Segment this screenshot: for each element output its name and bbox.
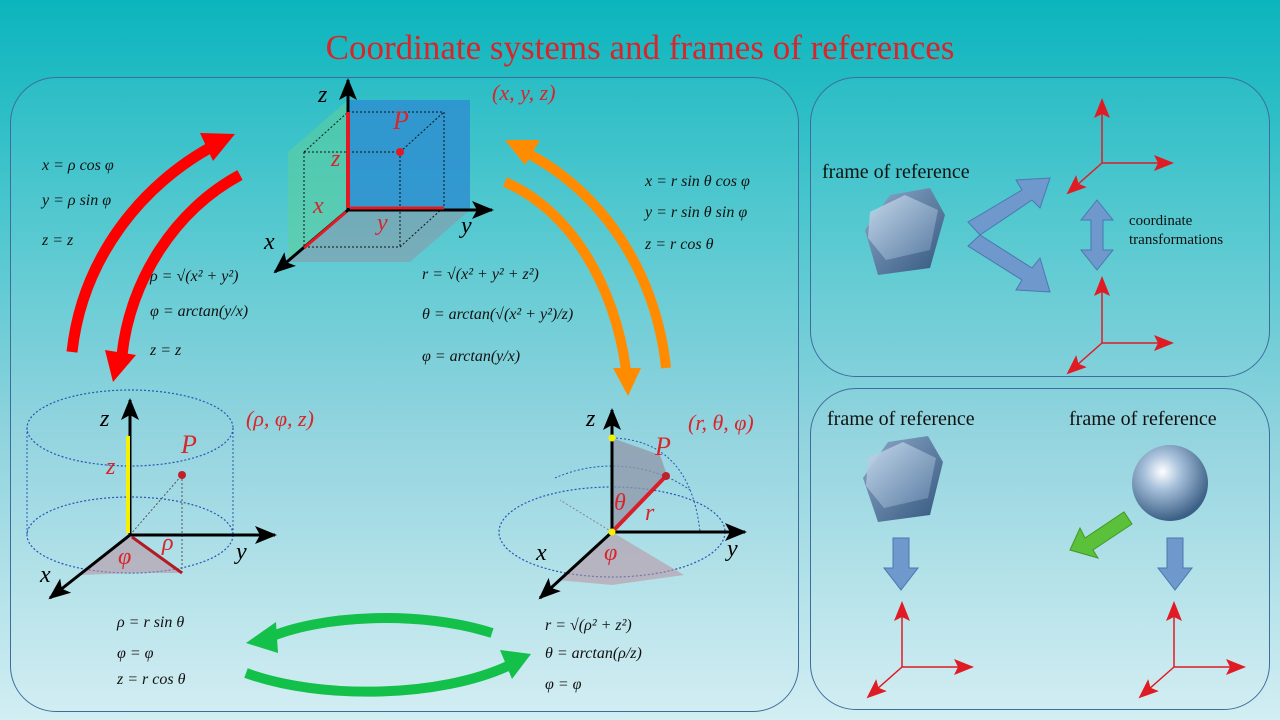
cartesian-axis-y: y <box>461 213 472 239</box>
frame-label-bottom-left: frame of reference <box>827 408 975 430</box>
cartesian-diagram <box>273 78 494 274</box>
cylindrical-axis-z: z <box>100 406 110 432</box>
axes-bottom-2 <box>1138 601 1246 699</box>
spherical-comp-phi: φ <box>604 540 618 566</box>
cylindrical-comp-rho: ρ <box>162 530 174 556</box>
formula-line: z = r cos θ <box>645 236 714 253</box>
axes-bottom-1 <box>866 601 974 699</box>
axes-top-2 <box>1066 276 1174 375</box>
transform-label: coordinate transformations <box>1129 212 1223 250</box>
cartesian-point-label: P <box>393 106 409 135</box>
formula-line: θ = arctan(√(x² + y²)/z) <box>422 306 574 323</box>
cylindrical-axis-y: y <box>236 539 247 565</box>
formula-line: z = z <box>42 232 74 249</box>
frame-sphere <box>1132 445 1208 521</box>
green-transform-arrow <box>1069 511 1133 559</box>
cylindrical-comp-z: z <box>106 454 116 480</box>
spherical-point-label: P <box>655 432 671 461</box>
formula-line: z = z <box>150 342 182 359</box>
transform-label-line-1: coordinate <box>1129 213 1193 229</box>
frame-cube-bottom <box>863 436 943 522</box>
spherical-comp-r: r <box>645 500 655 526</box>
cartesian-coords-label: (x, y, z) <box>492 80 556 105</box>
formula-line: φ = φ <box>545 676 582 693</box>
orange-arrows <box>503 140 671 396</box>
cylindrical-diagram <box>26 389 277 600</box>
cylindrical-point-label: P <box>181 430 197 459</box>
spherical-coords-label: (r, θ, φ) <box>688 410 754 435</box>
spherical-comp-theta: θ <box>614 490 626 516</box>
formula-line: θ = arctan(ρ/z) <box>545 645 642 662</box>
transform-arrows-top <box>967 177 1115 293</box>
blue-down-arrow-right <box>1156 537 1194 591</box>
formula-line: φ = arctan(y/x) <box>422 348 521 365</box>
cartesian-axis-x: x <box>264 229 275 255</box>
formula-line: r = √(x² + y² + z²) <box>422 266 539 283</box>
cartesian-comp-x: x <box>313 193 324 219</box>
formula-line: x = ρ cos φ <box>42 157 114 174</box>
formula-line: x = r sin θ cos φ <box>645 173 750 190</box>
cylindrical-comp-phi: φ <box>118 544 132 570</box>
bottom-right-panel <box>810 388 1270 710</box>
formula-line: z = r cos θ <box>117 671 186 688</box>
red-arrows <box>66 133 243 382</box>
formula-line: φ = arctan(y/x) <box>150 303 249 320</box>
blue-down-arrow-left <box>882 537 920 591</box>
page-title: Coordinate systems and frames of referen… <box>325 28 955 67</box>
frame-label-top: frame of reference <box>822 161 970 183</box>
formula-line: r = √(ρ² + z²) <box>545 617 632 634</box>
formula-line: ρ = √(x² + y²) <box>150 268 239 285</box>
formula-line: ρ = r sin θ <box>117 614 185 631</box>
formula-line: φ = φ <box>117 645 154 662</box>
spherical-axis-x: x <box>536 540 547 566</box>
cylindrical-axis-x: x <box>40 562 51 588</box>
frame-label-bottom-right: frame of reference <box>1069 408 1217 430</box>
axes-top-1 <box>1066 98 1174 195</box>
frame-cube-top <box>865 188 945 275</box>
spherical-axis-y: y <box>727 536 738 562</box>
formula-line: y = r sin θ sin φ <box>645 204 748 221</box>
spherical-axis-z: z <box>586 406 596 432</box>
cartesian-comp-z: z <box>331 146 341 172</box>
formula-line: y = ρ sin φ <box>42 192 112 209</box>
cartesian-comp-y: y <box>377 210 388 236</box>
transform-label-line-2: transformations <box>1129 232 1224 248</box>
spherical-diagram <box>498 408 747 600</box>
cylindrical-coords-label: (ρ, φ, z) <box>246 406 314 431</box>
green-arrows <box>244 613 531 697</box>
cartesian-axis-z: z <box>318 82 328 108</box>
